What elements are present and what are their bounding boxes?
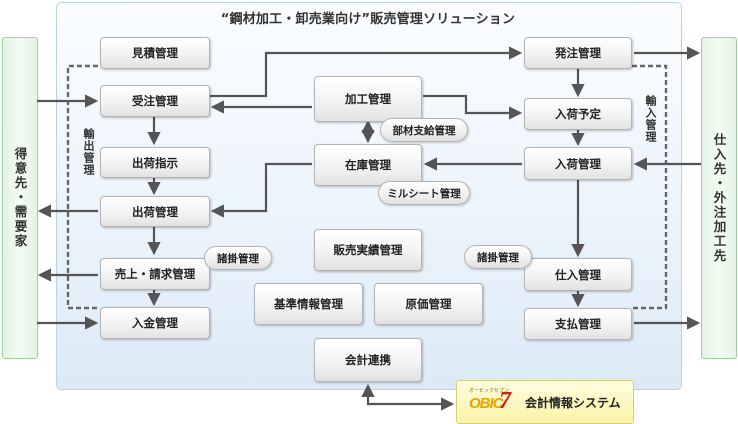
shipping-management: 出荷管理 (100, 196, 210, 227)
processing-management: 加工管理 (314, 76, 422, 122)
supplier-panel: 仕入先・外注加工先 (701, 37, 737, 359)
master-info-management: 基準情報管理 (254, 283, 363, 325)
sales-billing-management: 売上・請求管理 (100, 258, 210, 290)
payment-management: 支払管理 (524, 308, 632, 340)
arrow-order-to-purchase-order (210, 46, 523, 98)
estimate-management: 見積管理 (100, 37, 210, 69)
obic7-label: 会計情報システム (525, 395, 621, 410)
arrow-accounting-obic (361, 383, 455, 411)
obic7-logo: オービックセブン OBIC 7 (469, 387, 521, 417)
arrival-schedule: 入荷予定 (524, 98, 632, 130)
arrow-processing-to-schedule (423, 94, 523, 120)
misc-charges-right: 諸掛管理 (464, 245, 532, 269)
arrow-inventory-to-shipping (210, 162, 312, 218)
import-dashed-outline (632, 64, 668, 310)
shipping-instruction: 出荷指示 (100, 147, 210, 178)
material-supply-management: 部材支給管理 (380, 118, 468, 142)
purchase-order-management: 発注管理 (524, 37, 632, 69)
payment-received-management: 入金管理 (100, 307, 210, 339)
mill-sheet-management: ミルシート管理 (378, 181, 470, 205)
supplier-label: 仕入先・外注加工先 (711, 132, 727, 264)
import-management-label: 輸入管理 (644, 95, 657, 143)
obic7-logo-subtext: オービックセブン (469, 388, 510, 394)
accounting-link: 会計連携 (314, 338, 422, 382)
export-management-label: 輸出管理 (82, 128, 95, 176)
customer-label: 得意先・需要家 (12, 147, 28, 249)
arrival-management: 入荷管理 (524, 147, 632, 180)
obic7-logo-word: OBIC (469, 395, 503, 412)
obic7-logo-number: 7 (499, 388, 511, 414)
diagram-title: “鋼材加工・卸売業向け”販売管理ソリューション (220, 12, 516, 27)
misc-charges-left: 諸掛管理 (204, 246, 272, 270)
obic7-accounting-system: オービックセブン OBIC 7 会計情報システム (456, 380, 634, 424)
order-received-management: 受注管理 (100, 85, 210, 117)
purchase-management: 仕入管理 (524, 258, 632, 291)
sales-results-management: 販売実績管理 (314, 229, 422, 271)
inventory-management: 在庫管理 (314, 144, 422, 186)
cost-management: 原価管理 (374, 283, 483, 325)
export-dashed-outline (66, 64, 98, 310)
customer-panel: 得意先・需要家 (2, 37, 38, 359)
